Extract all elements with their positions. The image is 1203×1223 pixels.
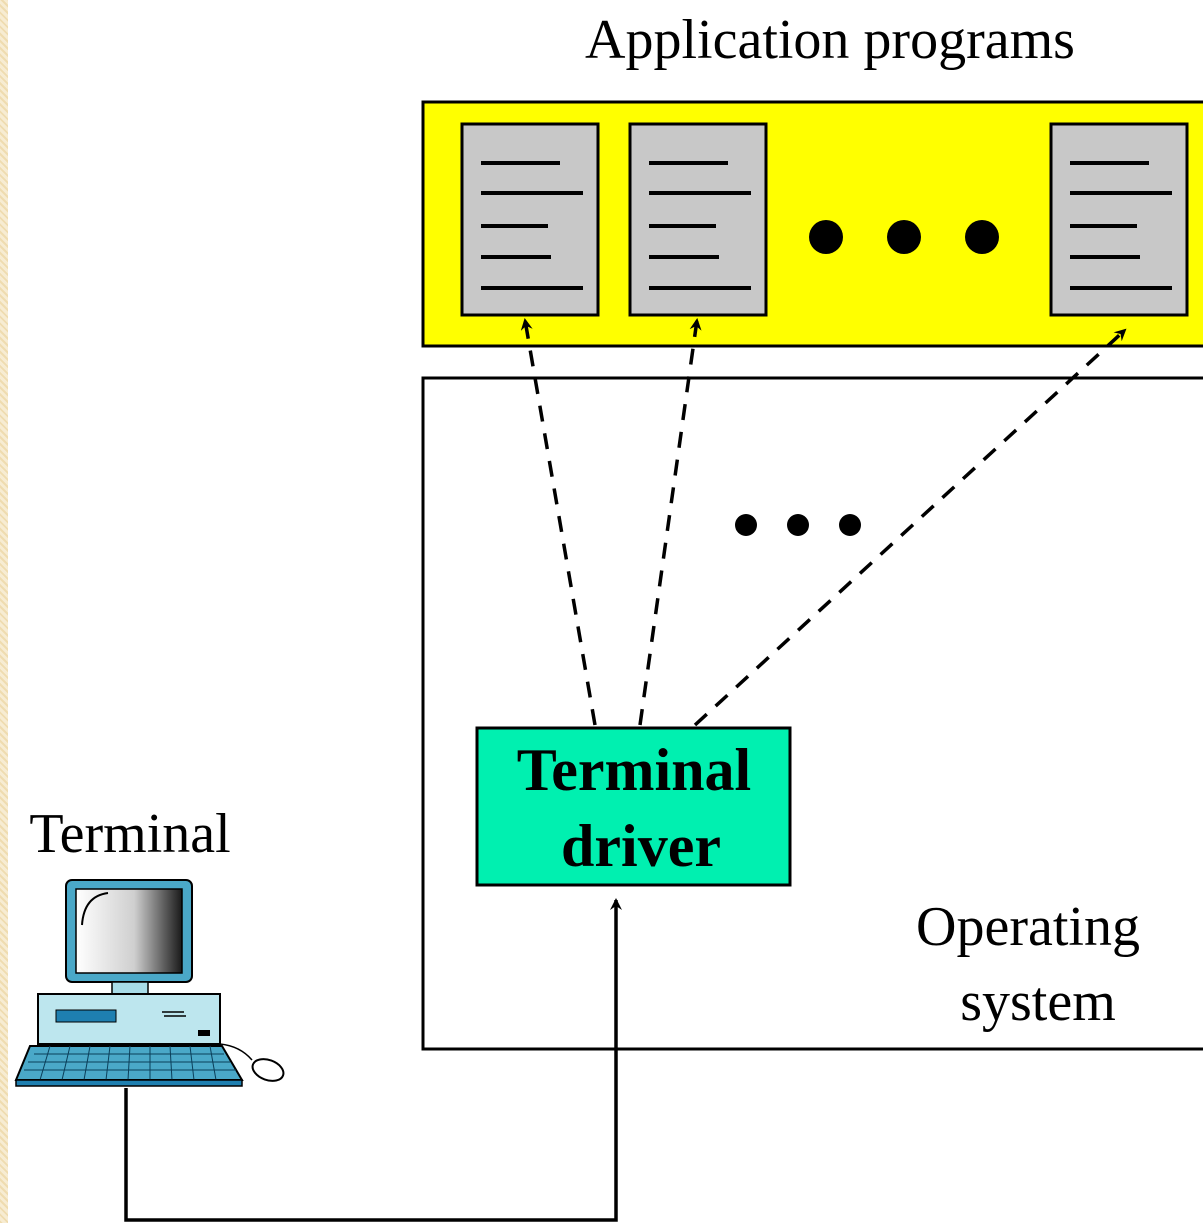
dashed-arrow-1: [520, 318, 597, 726]
operating-system-box: [421, 376, 1203, 1051]
ellipsis-dots-top: [809, 220, 999, 254]
terminal-driver-label-line2: driver: [561, 813, 721, 879]
document-icon: [628, 122, 768, 317]
terminal-label: Terminal: [29, 803, 230, 865]
terminal-connection-line: [124, 898, 622, 1222]
computer-terminal-icon: [14, 879, 285, 1087]
document-icon: [460, 122, 600, 317]
dashed-arrow-3: [693, 328, 1127, 727]
terminal-driver-label-line1: Terminal: [517, 737, 751, 803]
dashed-arrows: [520, 318, 1127, 727]
operating-system-label-line2: system: [960, 971, 1116, 1033]
document-icon: [1049, 122, 1189, 317]
operating-system-label-line1: Operating: [916, 896, 1140, 958]
terminal-driver-box: [475, 726, 792, 887]
ellipsis-dots-middle: [735, 514, 861, 536]
slide-left-border: [0, 0, 8, 1223]
application-programs-label: Application programs: [585, 9, 1075, 71]
dashed-arrow-2: [638, 318, 702, 726]
